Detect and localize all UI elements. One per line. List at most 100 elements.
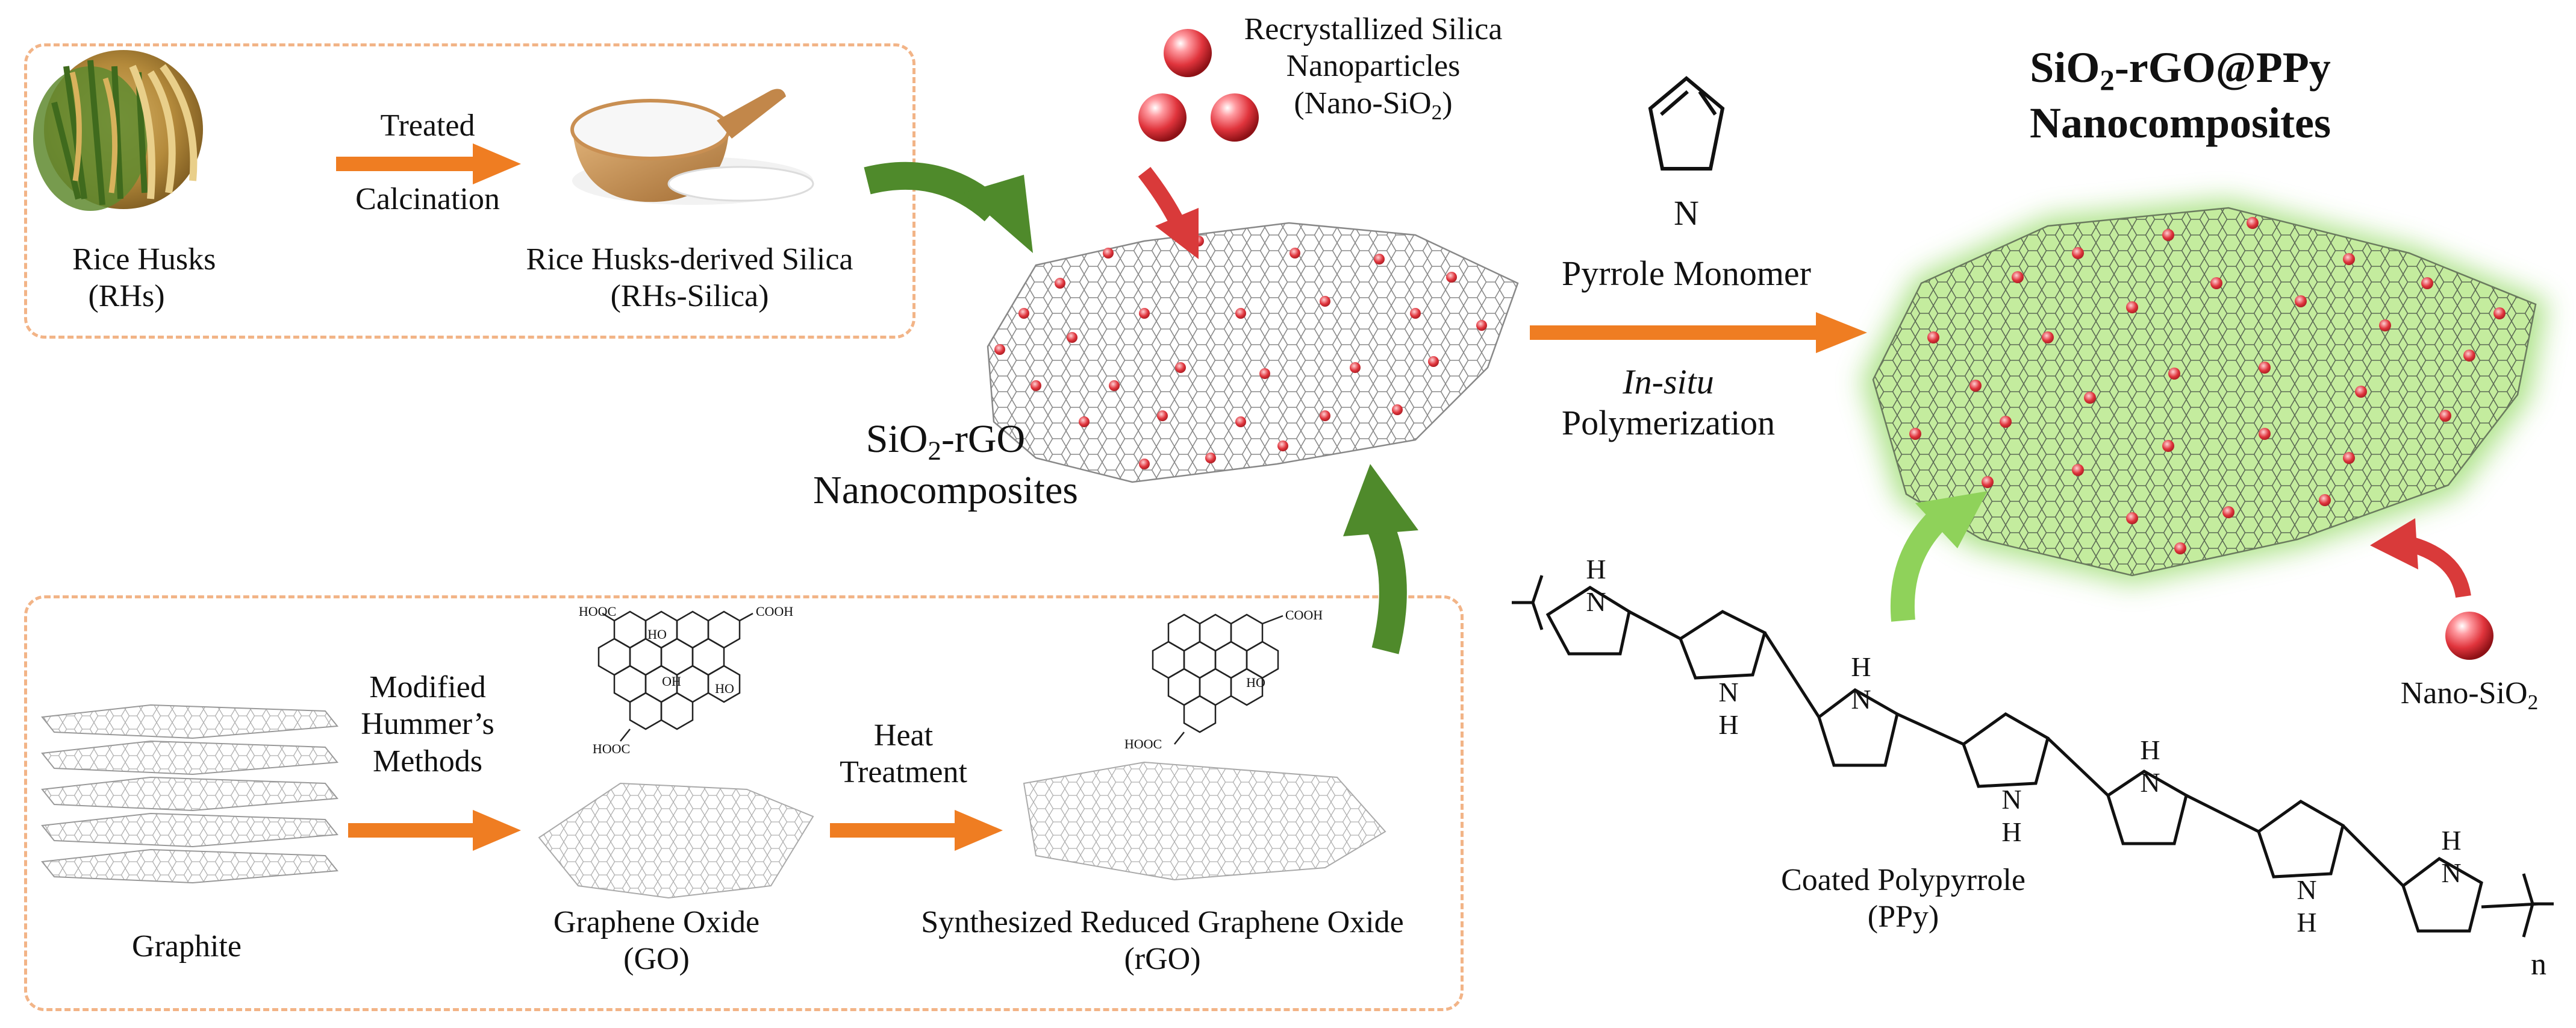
polymerization-text: Polymerization: [1561, 403, 1776, 443]
go-struct-cooh: COOH: [755, 604, 794, 619]
nanoparticle-dot: [2126, 301, 2138, 313]
nanoparticle-dot: [2463, 349, 2475, 362]
nanoparticle-dot: [1374, 254, 1385, 265]
rgo-structure-drawing: [1152, 613, 1283, 745]
rgo-line2: (rGO): [1124, 942, 1201, 977]
nanoparticle-dot: [1320, 296, 1330, 307]
go-label: Graphene Oxide (GO): [530, 904, 783, 978]
pyrrole-n-atom: N: [1674, 193, 1699, 233]
hummers-line1: Modified: [369, 670, 486, 704]
rice-husks-line1: Rice Husks: [72, 242, 216, 277]
arrow-hummers: [348, 810, 521, 851]
nano-silica-ball-single: [2445, 612, 2493, 660]
sio2-rgo-line2: Nanocomposites: [813, 468, 1078, 512]
rgo-label: Synthesized Reduced Graphene Oxide (rGO): [873, 904, 1452, 978]
product-sheet: [1861, 199, 2548, 585]
heat-line2: Treatment: [840, 755, 967, 790]
nanoparticle-dot: [1103, 248, 1114, 259]
nanoparticle-dot: [2439, 410, 2451, 422]
nano-silica-line2: Nanoparticles: [1286, 49, 1461, 84]
nanoparticle-dot: [994, 344, 1005, 355]
nanoparticle-dot: [2343, 253, 2355, 265]
heat-label: Heat Treatment: [831, 717, 976, 791]
red-arrow-nano-to-product: [2370, 518, 2471, 598]
sio2-rgo-sheet: [987, 222, 1519, 483]
rice-husk-box: [24, 43, 915, 339]
ppy-repeat-index: n: [2531, 947, 2546, 982]
ppy-line2: (PPy): [1867, 900, 1939, 935]
nanoparticle-dot: [2072, 464, 2084, 476]
nanoparticle-dot: [1205, 453, 1216, 463]
rgo-line1: Synthesized Reduced Graphene Oxide: [921, 905, 1404, 939]
go-line2: (GO): [623, 942, 690, 977]
arrow-heat-treatment: [830, 810, 1003, 851]
nanoparticle-dot: [1290, 248, 1300, 259]
nanoparticle-dot: [2319, 494, 2331, 506]
arrow-polymerization: [1530, 312, 1867, 353]
nanoparticle-dot: [1235, 308, 1246, 319]
nanoparticle-dot: [1350, 362, 1361, 373]
nanoparticle-dot: [1055, 278, 1065, 289]
sio2-rgo-line1: SiO2-rGO: [865, 417, 1026, 466]
hummers-line2: Hummer’s: [361, 707, 494, 742]
nanoparticle-dot: [1428, 356, 1439, 367]
nanoparticle-dot: [1018, 308, 1029, 319]
nanoparticle-dot: [1392, 404, 1403, 415]
nanoparticle-dot: [1109, 380, 1120, 391]
nanoparticle-dot: [1320, 410, 1330, 421]
nanoparticle-dot: [1139, 459, 1150, 469]
go-structure-drawing: [597, 610, 753, 742]
nanoparticle-dot: [2421, 277, 2433, 289]
go-struct-hooc-bottom: HOOC: [592, 741, 631, 756]
rice-husks-line2: (RHs): [88, 279, 165, 314]
rgo-struct-hooc: HOOC: [1124, 736, 1162, 751]
nanoparticle-dot: [2343, 452, 2355, 464]
nano-silica-line1: Recrystallized Silica: [1244, 12, 1503, 46]
nanoparticle-dot: [2493, 307, 2506, 319]
treated-label: Treated: [380, 108, 475, 143]
silica-powder-image: [570, 89, 814, 205]
nanoparticle-dot: [1982, 476, 1994, 488]
product-nanoparticles: [1909, 217, 2506, 554]
nanoparticle-dot: [1277, 440, 1288, 451]
nanoparticle-dot: [1157, 410, 1168, 421]
nanoparticle-dot: [2042, 331, 2054, 343]
nanoparticle-dot: [1259, 368, 1270, 379]
go-struct-hooc-top: HOOC: [578, 604, 617, 619]
product-title-line1: SiO2-rGO@PPy: [2030, 43, 2331, 97]
sio2-rgo-label: SiO2-rGO Nanocomposites: [759, 416, 1132, 513]
rhs-silica-label: Rice Husks-derived Silica (RHs-Silica): [500, 241, 879, 315]
heat-line1: Heat: [873, 718, 934, 753]
nanoparticle-dot: [2162, 440, 2174, 452]
hummers-line3: Methods: [373, 744, 482, 779]
nanoparticle-dot: [2162, 229, 2174, 241]
ppy-line1: Coated Polypyrrole: [1781, 863, 2026, 897]
in-situ-text: In-situ: [1623, 362, 1714, 401]
nano-silica-line3: (Nano-SiO2): [1294, 86, 1453, 124]
rgo-struct-ho: HO: [1246, 675, 1265, 690]
nanoparticle-dot: [2168, 368, 2180, 380]
nanoparticle-dot: [2295, 295, 2307, 307]
product-title: SiO2-rGO@PPy Nanocomposites: [2000, 42, 2361, 149]
nanoparticle-dot: [1410, 308, 1421, 319]
nanoparticle-dot: [1927, 331, 1939, 343]
rhs-silica-line1: Rice Husks-derived Silica: [526, 242, 853, 277]
green-arrow-silica-to-sheet: [864, 161, 1033, 253]
graphite-label: Graphite: [132, 929, 242, 964]
nanoparticle-dot: [2174, 542, 2186, 554]
nanoparticle-dot: [2000, 416, 2012, 428]
rhs-silica-line2: (RHs-Silica): [610, 279, 769, 314]
graphite-layers-image: [41, 704, 338, 884]
nanoparticle-dot: [1031, 380, 1041, 391]
go-struct-oh: OH: [662, 674, 681, 689]
calcination-label: Calcination: [355, 182, 500, 216]
rgo-sheet: [1023, 761, 1386, 881]
